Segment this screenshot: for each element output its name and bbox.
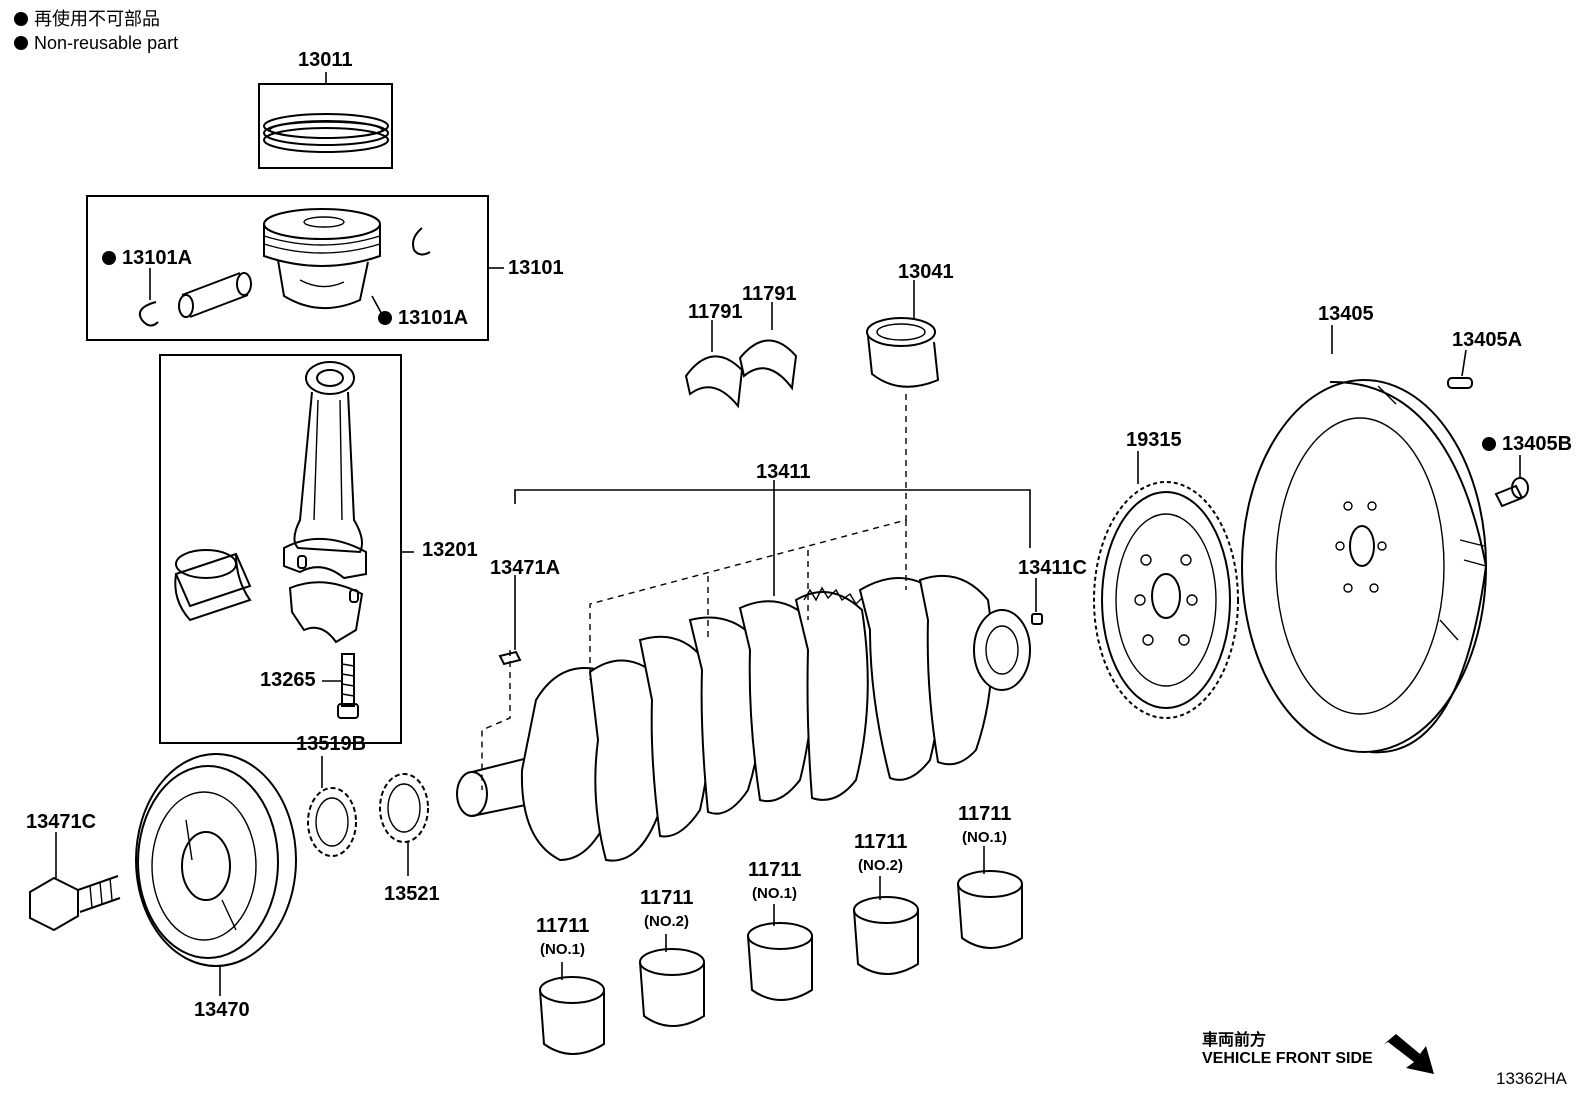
crank-timing-gear-drawing xyxy=(379,773,429,843)
front-side-note: 車両前方 VEHICLE FRONT SIDE xyxy=(1202,1032,1373,1069)
thrust-washer-left-drawing xyxy=(684,355,744,409)
main-bearing-1-drawing xyxy=(539,976,605,1055)
label-11711-bearing-5[interactable]: 11711 xyxy=(958,803,1012,825)
label-13265[interactable]: 13265 xyxy=(260,669,316,691)
main-bearing-4-drawing xyxy=(853,896,919,975)
label-13011[interactable]: 13011 xyxy=(298,49,353,71)
label-13471C[interactable]: 13471C xyxy=(26,811,97,833)
snap-ring-left-drawing xyxy=(138,301,159,327)
legend-jp: 再使用不可部品 xyxy=(14,10,160,28)
non-reusable-icon xyxy=(378,311,392,325)
non-reusable-icon xyxy=(1482,437,1496,451)
label-11711-bearing-1[interactable]: 11711 xyxy=(536,915,590,937)
conrod-bearing-drawing xyxy=(174,549,252,622)
conrod-bolt-drawing xyxy=(337,653,359,719)
non-reusable-icon xyxy=(102,251,116,265)
label-13101[interactable]: 13101 xyxy=(508,257,564,279)
label-11711-bearing-4[interactable]: 11711 xyxy=(854,831,908,853)
front-arrow-icon xyxy=(1384,1034,1434,1074)
crank-bushing-drawing xyxy=(866,317,940,388)
crank-pulley-drawing xyxy=(135,753,297,967)
piston-pin-drawing xyxy=(178,272,252,318)
label-13405B[interactable]: 13405B xyxy=(1482,434,1572,454)
main-bearing-5-drawing xyxy=(957,870,1023,949)
piston-ring-set-drawing xyxy=(263,113,389,153)
label-19315[interactable]: 19315 xyxy=(1126,429,1182,451)
label-13519B[interactable]: 13519B xyxy=(296,733,367,755)
label-11791-left[interactable]: 11791 xyxy=(688,301,743,323)
label-13411C[interactable]: 13411C xyxy=(1018,557,1087,579)
bullet-icon xyxy=(14,12,28,26)
label-13201[interactable]: 13201 xyxy=(422,539,478,561)
box-13201 xyxy=(159,354,402,744)
dowel-pin-drawing xyxy=(1447,377,1473,389)
label-13405[interactable]: 13405 xyxy=(1318,303,1374,325)
flywheel-bolt-drawing xyxy=(1494,477,1529,508)
label-13041[interactable]: 13041 xyxy=(898,261,954,283)
main-bearing-2-drawing xyxy=(639,948,705,1027)
crankshaft-dashed-guides xyxy=(481,394,907,790)
flywheel-drawing xyxy=(1241,379,1488,754)
front-side-jp: 車両前方 xyxy=(1202,1032,1267,1049)
label-13521[interactable]: 13521 xyxy=(384,883,440,905)
label-13101A-left[interactable]: 13101A xyxy=(102,248,192,268)
label-11791-right[interactable]: 11791 xyxy=(742,283,797,305)
oil-pump-drive-gear-drawing xyxy=(307,787,357,857)
label-13101A-right[interactable]: 13101A xyxy=(378,308,468,328)
front-side-en: VEHICLE FRONT SIDE xyxy=(1202,1050,1373,1068)
label-bearing-2-sub: (NO.2) xyxy=(644,913,689,930)
label-13471A[interactable]: 13471A xyxy=(490,557,561,579)
bullet-icon xyxy=(14,36,28,50)
piston-drawing xyxy=(263,208,381,310)
label-13470[interactable]: 13470 xyxy=(194,999,250,1021)
label-bearing-5-sub: (NO.1) xyxy=(962,829,1007,846)
pulley-bolt-drawing xyxy=(29,875,121,932)
label-11711-bearing-2[interactable]: 11711 xyxy=(640,887,694,909)
label-bearing-1-sub: (NO.1) xyxy=(540,941,585,958)
crankshaft-drawing xyxy=(456,574,1031,862)
thrust-washer-right-drawing xyxy=(738,339,798,391)
snap-ring-right-drawing xyxy=(412,227,431,256)
main-bearing-3-drawing xyxy=(747,922,813,1001)
timing-rotor-drawing xyxy=(1093,481,1239,719)
label-11711-bearing-3[interactable]: 11711 xyxy=(748,859,802,881)
diagram-code: 13362HA xyxy=(1496,1069,1567,1088)
label-13411[interactable]: 13411 xyxy=(756,461,811,483)
label-bearing-4-sub: (NO.2) xyxy=(858,857,903,874)
crank-pin-drawing xyxy=(1031,613,1043,625)
connecting-rod-drawing xyxy=(283,361,367,644)
label-13405A[interactable]: 13405A xyxy=(1452,329,1523,351)
leader-lines xyxy=(55,72,1521,996)
label-bearing-3-sub: (NO.1) xyxy=(752,885,797,902)
legend-en: Non-reusable part xyxy=(14,34,178,52)
